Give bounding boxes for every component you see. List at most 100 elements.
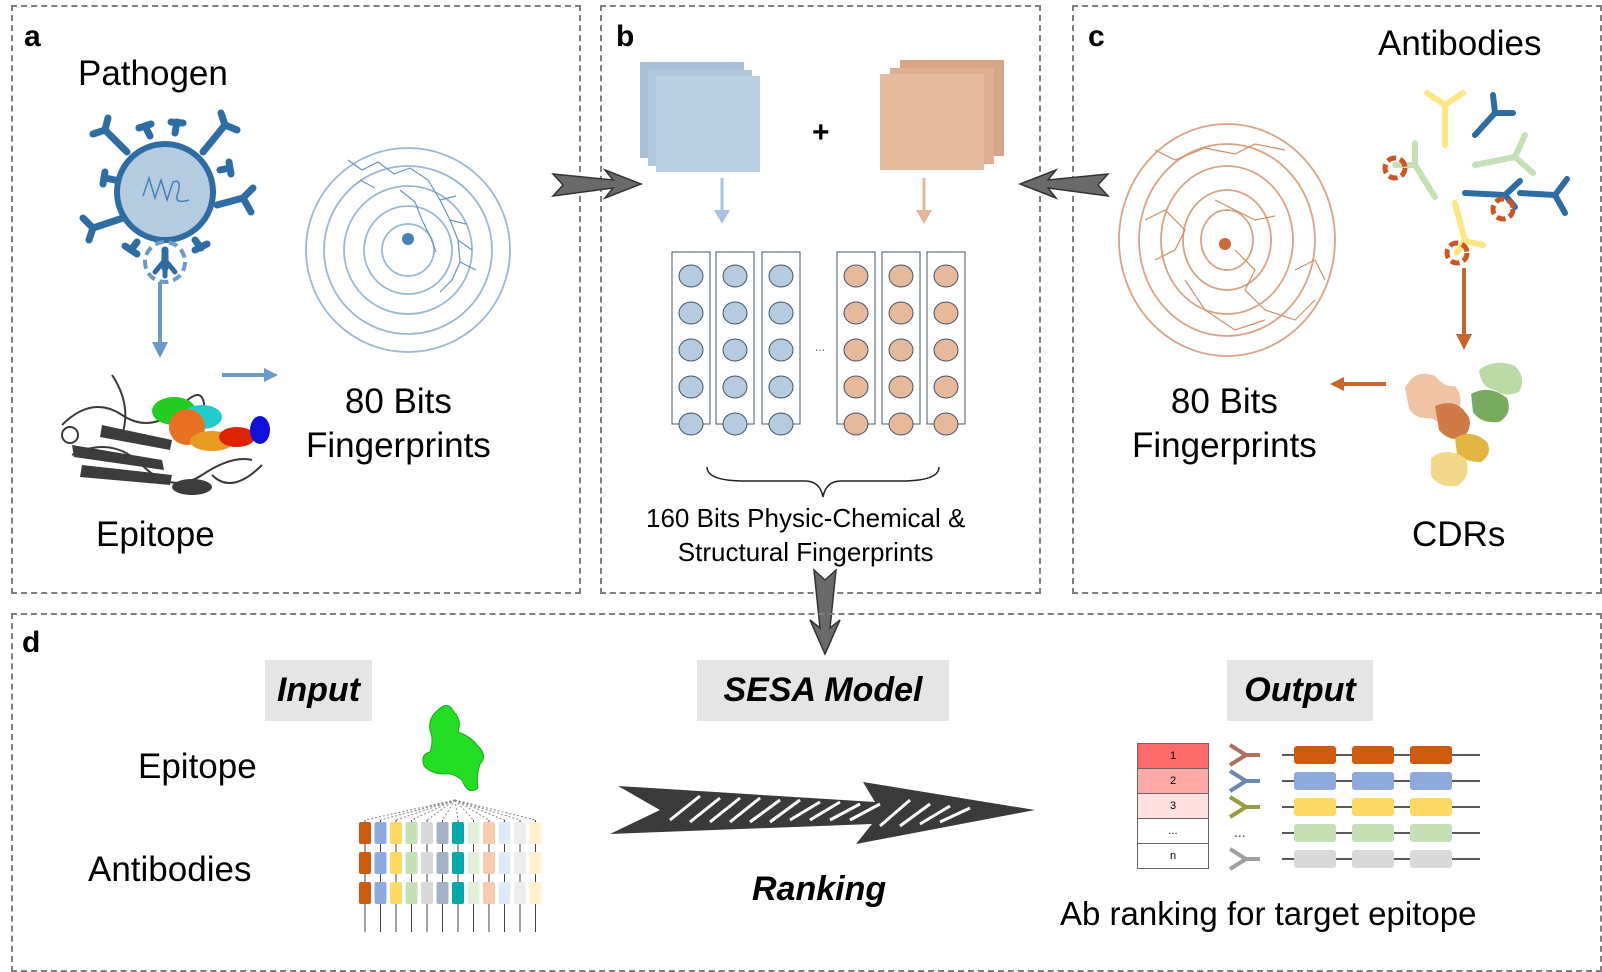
epitope-link-arrow xyxy=(454,799,474,821)
fingerprint-bit xyxy=(678,301,704,325)
ab-fingerprint-caption-line1: 80 Bits xyxy=(1170,382,1278,421)
epitope-stack-arrow xyxy=(714,178,730,224)
fingerprint-bit xyxy=(933,338,959,362)
cdrs-to-fingerprint-arrow xyxy=(1330,377,1386,391)
antibody-stack-arrow xyxy=(916,178,932,224)
panel-a xyxy=(11,5,581,594)
antibody-icon xyxy=(1228,743,1260,767)
rank-cell: 2 xyxy=(1138,769,1208,794)
pathogen-icon xyxy=(79,109,257,284)
panel-c xyxy=(1072,5,1602,594)
antibody-chain-segment xyxy=(1410,772,1452,790)
pathogen-title: Pathogen xyxy=(78,54,228,93)
fingerprint-bit xyxy=(933,301,959,325)
sequence-segment xyxy=(529,822,542,844)
sequence-segment xyxy=(421,822,433,844)
antibody-chain-segment xyxy=(1410,824,1452,842)
antibody-icon xyxy=(1228,847,1260,871)
panel-a-label: a xyxy=(24,20,41,53)
panel-a-to-b-arrow xyxy=(551,168,644,200)
fingerprint-bit xyxy=(888,338,914,362)
sequence-segment xyxy=(374,882,387,904)
fingerprint-bit xyxy=(843,338,869,362)
fingerprint-bit xyxy=(768,412,794,436)
antibody-chain-segment xyxy=(1352,850,1394,868)
ab-fingerprint-caption-line2: Fingerprints xyxy=(1132,425,1317,465)
cdr-structures-icon xyxy=(1405,362,1523,487)
sequence-segment xyxy=(374,822,387,844)
sequence-segment xyxy=(529,852,542,874)
fingerprint-bit xyxy=(722,338,748,362)
epitope-link-arrow xyxy=(454,799,490,821)
antibodies-title: Antibodies xyxy=(1378,24,1542,63)
antibody-ellipsis: ... xyxy=(1234,824,1246,840)
fingerprint-bit xyxy=(722,412,748,436)
fingerprint-bit xyxy=(888,412,914,436)
fingerprint-bit xyxy=(722,264,748,288)
fingerprint-bit xyxy=(678,375,704,399)
epitope-link-arrow xyxy=(411,799,456,821)
sequence-segment xyxy=(467,882,480,904)
epitope-link-arrow xyxy=(454,799,521,821)
antibody-chain-segment xyxy=(1410,850,1452,868)
fingerprint-bit xyxy=(843,375,869,399)
antibody-fingerprint-caption: 80 Bits Fingerprints xyxy=(1132,380,1317,468)
fingerprint-bit xyxy=(888,375,914,399)
fingerprint-bit xyxy=(843,412,869,436)
ranked-antibody-rows: ... xyxy=(1228,743,1480,871)
sequence-segment xyxy=(483,882,495,904)
rank-cell: ... xyxy=(1138,819,1208,844)
sequence-segment xyxy=(514,882,526,904)
sequence-segment xyxy=(390,852,402,874)
rank-cell: n xyxy=(1138,844,1208,868)
sesa-model-tag: SESA Model xyxy=(697,660,949,721)
combined-caption-line1: 160 Bits Physic-Chemical & xyxy=(646,503,966,533)
cdrs-caption: CDRs xyxy=(1412,515,1506,554)
epitope-link-arrow xyxy=(426,799,456,821)
sequence-segment xyxy=(436,822,449,844)
epitope-protein-structure xyxy=(61,374,270,495)
fingerprint-vector-columns xyxy=(671,251,966,436)
antibody-fingerprint-circles xyxy=(1118,123,1336,357)
sequence-segment xyxy=(498,852,511,874)
sequence-segment xyxy=(359,852,371,874)
epitope-surface xyxy=(152,397,270,451)
antibody-feature-stack xyxy=(880,60,1004,170)
sequence-segment xyxy=(405,882,418,904)
input-antibodies-label: Antibodies xyxy=(88,850,252,889)
antibody-molecule-skeleton xyxy=(1144,143,1326,331)
sequence-segment xyxy=(529,882,542,904)
sequence-segment xyxy=(452,822,464,844)
fingerprint-bit xyxy=(722,375,748,399)
epitope-link-arrow xyxy=(395,799,456,821)
fingerprint-bit xyxy=(888,264,914,288)
epitope-link-arrow xyxy=(442,799,456,821)
antibody-chain-segment xyxy=(1352,772,1394,790)
input-epitope-surface xyxy=(422,705,484,792)
sequence-segment xyxy=(452,882,464,904)
sequence-segment xyxy=(405,852,418,874)
sequence-segment xyxy=(483,822,495,844)
pathogen-to-epitope-arrow xyxy=(152,282,168,358)
fingerprint-bit xyxy=(768,375,794,399)
ranking-arrow xyxy=(610,782,1035,844)
combined-fingerprint-caption: 160 Bits Physic-Chemical & Structural Fi… xyxy=(646,502,965,570)
pathogen-rna xyxy=(142,175,190,203)
sequence-segment xyxy=(421,882,433,904)
epitope-highlight xyxy=(143,240,187,284)
epitope-fingerprint-caption: 80 Bits Fingerprints xyxy=(306,380,491,468)
sequence-segment xyxy=(514,852,526,874)
antibody-chain-segment xyxy=(1352,824,1394,842)
fingerprint-bit xyxy=(678,412,704,436)
sequence-segment xyxy=(390,822,402,844)
fingerprint-brace xyxy=(706,466,940,498)
plus-sign: + xyxy=(812,116,830,149)
sequence-segment xyxy=(359,822,371,844)
epitope-to-fingerprint-arrow xyxy=(222,368,278,382)
fingerprint-caption-line2: Fingerprints xyxy=(306,425,491,465)
epitope-link-arrow xyxy=(454,799,459,821)
sequence-segment xyxy=(374,852,387,874)
panel-c-to-b-arrow xyxy=(1017,168,1110,200)
output-caption: Ab ranking for target epitope xyxy=(1060,895,1477,932)
panel-b-label: b xyxy=(616,20,635,53)
